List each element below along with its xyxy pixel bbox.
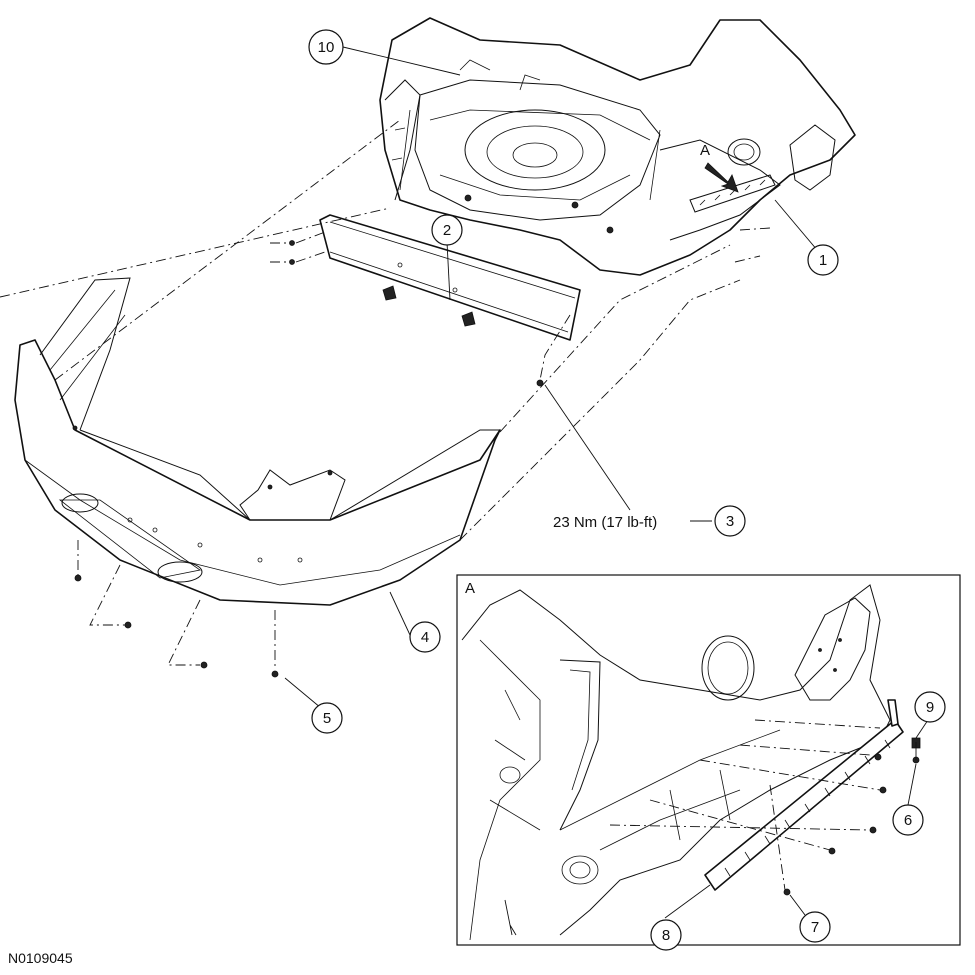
svg-text:8: 8 (662, 927, 670, 944)
svg-text:4: 4 (421, 629, 429, 646)
callout-9: 9 (914, 691, 946, 723)
callout-3: 3 (714, 505, 746, 537)
svg-text:5: 5 (323, 710, 331, 727)
view-a-label: A (700, 142, 710, 159)
bumper-cover-screws (74, 540, 279, 678)
bumper-reinforcement-beam (270, 214, 581, 387)
callout-10: 10 (308, 29, 344, 65)
callout-2: 2 (431, 214, 463, 246)
svg-text:7: 7 (811, 919, 819, 936)
bumper-cover (14, 277, 501, 606)
callout-4: 4 (409, 621, 441, 653)
callout-8: 8 (650, 919, 682, 951)
svg-text:3: 3 (726, 513, 734, 530)
callout-5: 5 (311, 702, 343, 734)
svg-text:6: 6 (904, 812, 912, 829)
torque-spec-label: 23 Nm (17 lb-ft) (553, 514, 657, 531)
figure-id: N0109045 (8, 950, 73, 966)
svg-text:2: 2 (443, 222, 451, 239)
callout-6: 6 (892, 804, 924, 836)
callout-7: 7 (799, 911, 831, 943)
detail-view-a: A (456, 574, 961, 951)
svg-text:10: 10 (318, 39, 335, 56)
svg-text:23 Nm (17 lb-ft): 23 Nm (17 lb-ft) (553, 514, 657, 531)
assembly-alignment-lines (0, 119, 771, 541)
detail-view-a-label: A (465, 580, 475, 597)
svg-text:1: 1 (819, 252, 827, 269)
svg-text:9: 9 (926, 699, 934, 716)
callout-1: 1 (807, 244, 839, 276)
view-a-arrow: A (700, 142, 739, 193)
vehicle-rear-body (379, 17, 856, 276)
